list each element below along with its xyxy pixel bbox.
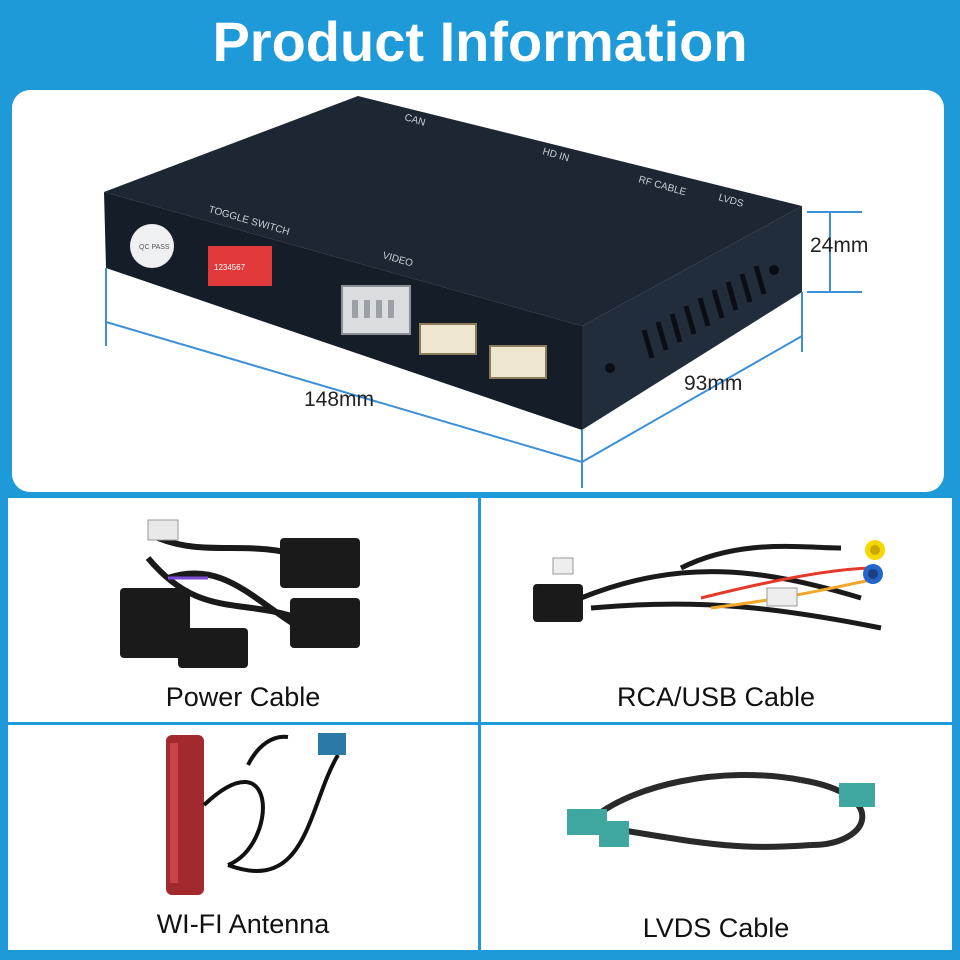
wifi-antenna-icon — [166, 733, 346, 895]
label-dip-numbers: 1234567 — [214, 263, 246, 272]
connector-block — [120, 588, 190, 658]
rca-usb-cable-icon — [533, 540, 885, 631]
power-cable-icon — [120, 519, 360, 668]
accessory-label: Power Cable — [165, 682, 321, 712]
dimension-width: 148mm — [304, 388, 375, 411]
accessory-rca-usb-cable: RCA/USB Cable — [481, 498, 951, 722]
page-title: Product Information — [212, 10, 748, 73]
video-connector-pins — [352, 300, 394, 318]
device-illustration: CAN HD IN RF CABLE LVDS TOGGLE SWITCH VI… — [104, 96, 862, 488]
lvds-cable-icon — [567, 772, 875, 850]
device-top-face — [104, 96, 802, 326]
dimension-height: 24mm — [810, 234, 869, 257]
accessory-label: LVDS Cable — [642, 913, 790, 943]
lvds-connector-right — [839, 783, 875, 807]
hd-connector — [419, 323, 477, 355]
dimension-lines — [105, 211, 862, 488]
screw-icon — [769, 265, 779, 275]
qc-sticker-icon — [130, 224, 174, 268]
accessory-lvds-cable: LVDS Cable — [481, 725, 951, 949]
grid-divider-horizontal — [8, 722, 952, 725]
accessory-wifi-antenna: WI-FI Antenna — [8, 725, 478, 949]
accessory-label: WI-FI Antenna — [156, 909, 330, 939]
accessory-label: RCA/USB Cable — [616, 682, 816, 712]
product-hero-panel: CAN HD IN RF CABLE LVDS TOGGLE SWITCH VI… — [12, 90, 944, 492]
accessory-power-cable: Power Cable — [8, 498, 478, 722]
dimension-depth: 93mm — [684, 372, 743, 395]
lvds-connector — [489, 345, 547, 379]
vent-slots — [641, 265, 767, 359]
accessories-grid: Power Cable RCA/USB Cable — [8, 498, 952, 950]
screw-icon — [605, 363, 615, 373]
qc-sticker-text: QC PASS — [139, 244, 170, 251]
antenna-connector — [318, 733, 346, 755]
toggle-switch-block — [208, 246, 272, 286]
